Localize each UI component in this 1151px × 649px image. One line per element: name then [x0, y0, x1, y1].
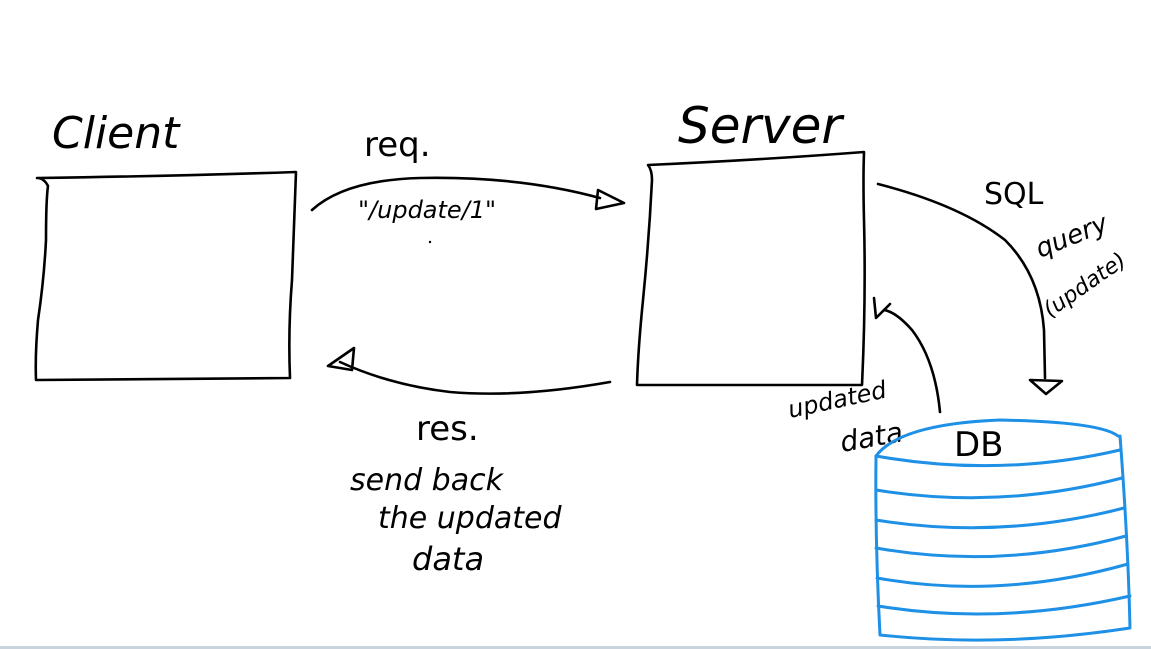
response-arrow: res. send back the updated data	[326, 346, 612, 578]
request-arrow-head	[594, 188, 626, 211]
request-arrow-line	[310, 176, 602, 212]
db-band-3	[874, 506, 1126, 530]
response-arrow-head	[326, 346, 356, 372]
updated-data-label-line1: updated	[785, 376, 889, 424]
updated-data-arrow-head	[872, 296, 892, 320]
canvas-bottom-edge	[0, 646, 1151, 649]
updated-data-arrow-line	[882, 308, 942, 414]
db-cylinder-top	[874, 418, 1120, 458]
db-band-4	[874, 534, 1128, 559]
sql-label: SQL	[984, 177, 1044, 212]
db-node: DB	[874, 418, 1132, 642]
server-box	[635, 150, 866, 387]
db-band-5	[875, 562, 1130, 588]
server-node: Server	[635, 97, 866, 387]
db-title: DB	[954, 425, 1004, 465]
db-band-2	[874, 476, 1124, 500]
server-title: Server	[678, 97, 845, 155]
db-band-6	[876, 594, 1132, 616]
response-label: res.	[416, 409, 479, 449]
client-box	[34, 170, 298, 382]
sql-query-arrow-head	[1028, 378, 1064, 396]
response-arrow-line	[338, 360, 612, 395]
updated-data-label-line2: data	[837, 415, 905, 458]
response-desc-line2: the updated	[378, 501, 562, 536]
sql-query-arrow: SQL query (update)	[876, 177, 1131, 396]
db-band-1	[874, 448, 1122, 468]
request-label: req.	[364, 125, 431, 165]
request-path: "/update/1"	[358, 196, 496, 224]
response-desc-line1: send back	[350, 463, 505, 498]
query-label: query	[1031, 208, 1112, 264]
sql-query-arrow-line	[876, 182, 1047, 380]
response-desc-line3: data	[412, 540, 484, 578]
request-arrow: req. "/update/1"	[310, 125, 626, 244]
stray-ink-dot	[428, 240, 432, 244]
client-title: Client	[52, 108, 181, 159]
client-node: Client	[34, 108, 298, 382]
